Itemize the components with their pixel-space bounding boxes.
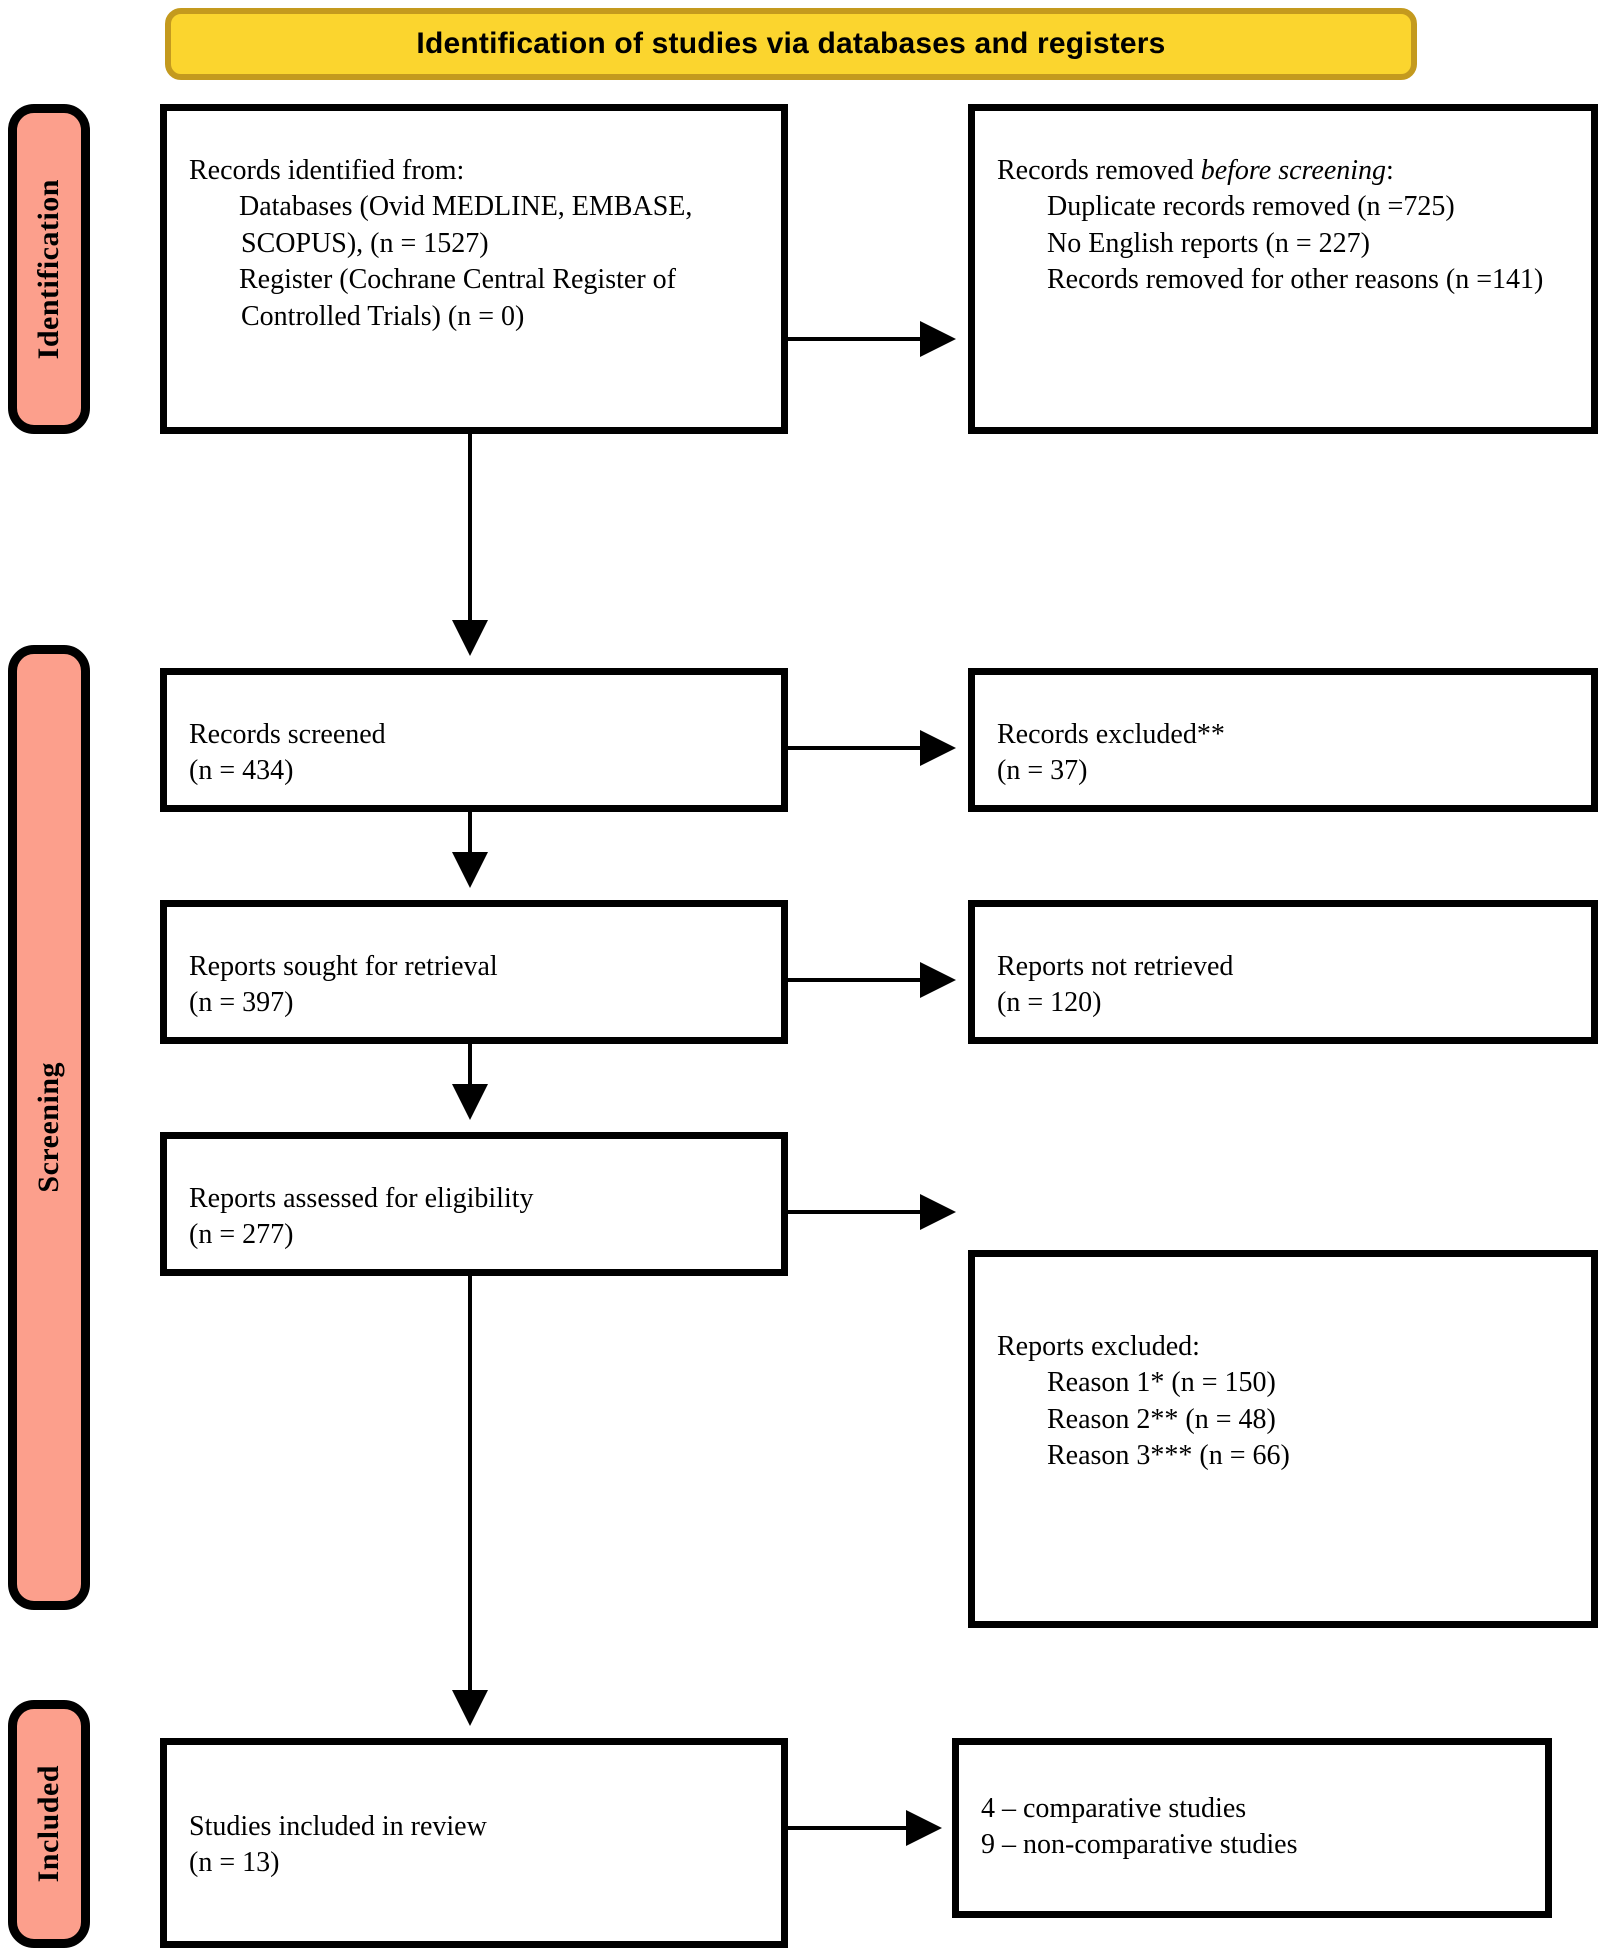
box-reports-excluded: Reports excluded: Reason 1* (n = 150) Re… [968,1250,1598,1628]
box-reports-assessed-for-eligibility: Reports assessed for eligibility (n = 27… [160,1132,788,1276]
banner-label: Identification of studies via databases … [416,27,1166,60]
stage-pill-included: Included [8,1700,90,1948]
stage-label-included: Included [32,1765,65,1883]
studies-breakdown-non-comparative: 9 – non-comparative studies [981,1829,1298,1861]
diagram-banner-title: Identification of studies via databases … [165,8,1417,80]
studies-included-title: Studies included in review [189,1811,487,1842]
box-records-removed-before-screening: Records removed before screening: Duplic… [968,104,1598,434]
records-screened-title: Records screened [189,719,386,750]
stage-pill-identification: Identification [8,104,90,434]
box-reports-sought-for-retrieval: Reports sought for retrieval (n = 397) [160,900,788,1044]
box-records-identified: Records identified from: Databases (Ovid… [160,104,788,434]
box-studies-included-in-review: Studies included in review (n = 13) [160,1738,788,1948]
reports-not-retrieved-title: Reports not retrieved [997,951,1234,982]
records-removed-title: Records removed before screening: [997,153,1575,189]
reports-sought-title: Reports sought for retrieval [189,951,498,982]
records-identified-title: Records identified from: [189,155,465,186]
reports-excluded-reason-2: Reason 2** (n = 48) [1047,1403,1276,1435]
reports-not-retrieved-count: (n = 120) [997,987,1102,1019]
stage-pill-screening: Screening [8,645,90,1610]
records-excluded-title: Records excluded** [997,719,1225,750]
records-removed-title-italic: before screening [1200,155,1387,186]
studies-breakdown-comparative: 4 – comparative studies [981,1793,1247,1824]
stage-label-screening: Screening [32,1062,65,1193]
box-reports-not-retrieved: Reports not retrieved (n = 120) [968,900,1598,1044]
records-removed-no-english: No English reports (n = 227) [1047,227,1370,259]
records-excluded-count: (n = 37) [997,755,1088,787]
records-removed-other-reasons: Records removed for other reasons (n =14… [1047,264,1544,296]
records-removed-duplicates: Duplicate records removed (n =725) [1047,191,1455,223]
reports-sought-count: (n = 397) [189,987,294,1019]
records-removed-title-colon: : [1386,155,1394,186]
box-records-excluded: Records excluded** (n = 37) [968,668,1598,812]
box-records-screened: Records screened (n = 434) [160,668,788,812]
records-identified-register: Register (Cochrane Central Register of C… [239,264,676,332]
records-removed-title-plain: Records removed [997,155,1201,186]
reports-excluded-title: Reports excluded: [997,1331,1200,1362]
studies-included-count: (n = 13) [189,1847,280,1879]
stage-label-identification: Identification [32,178,65,360]
reports-assessed-count: (n = 277) [189,1219,294,1251]
records-identified-databases: Databases (Ovid MEDLINE, EMBASE, SCOPUS)… [239,191,693,259]
records-screened-count: (n = 434) [189,755,294,787]
reports-excluded-reason-1: Reason 1* (n = 150) [1047,1367,1276,1399]
reports-excluded-reason-3: Reason 3*** (n = 66) [1047,1440,1290,1472]
box-studies-breakdown: 4 – comparative studies 9 – non-comparat… [952,1738,1552,1918]
reports-assessed-title: Reports assessed for eligibility [189,1183,534,1214]
